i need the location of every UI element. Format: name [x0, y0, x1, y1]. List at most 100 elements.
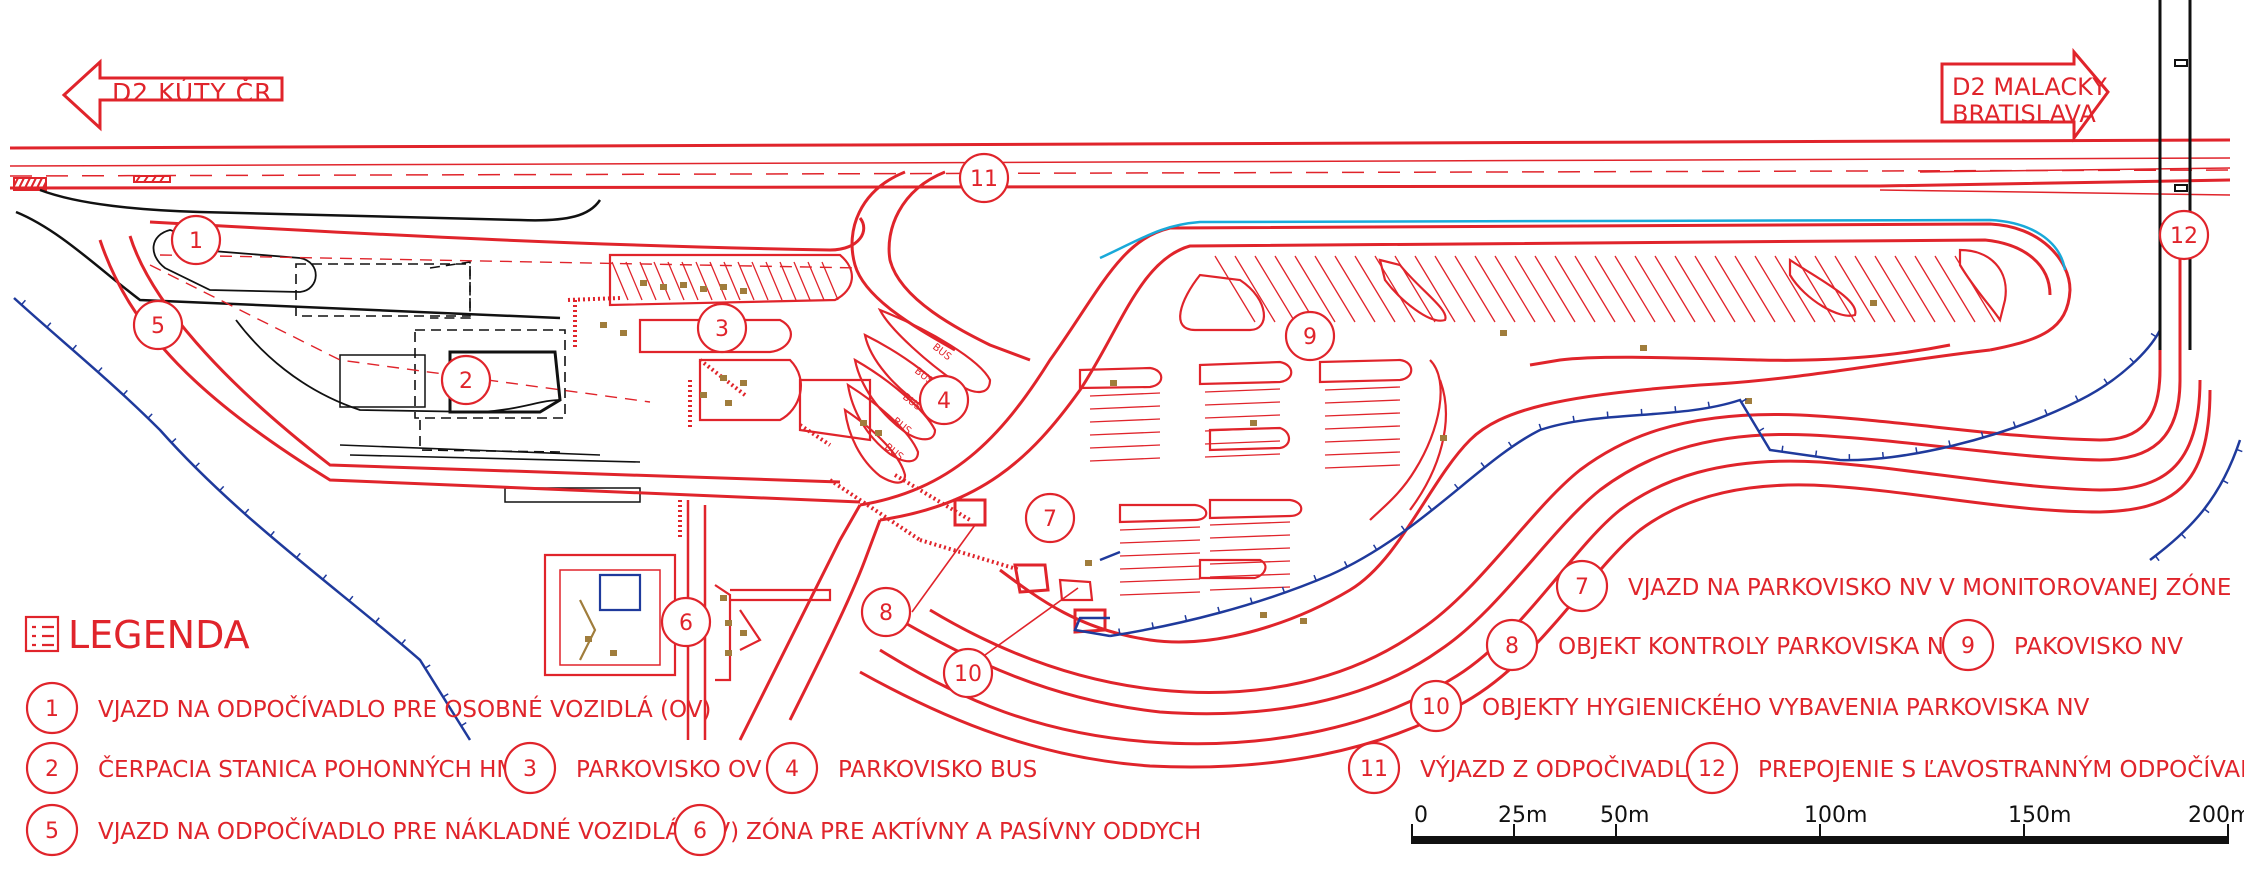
boundary-tick — [123, 390, 127, 394]
tree-15 — [725, 620, 732, 626]
stall-line-39 — [626, 262, 642, 300]
boundary-tick — [172, 439, 176, 443]
stall-line-79 — [1210, 522, 1290, 525]
tree-9 — [740, 380, 747, 386]
stall-line-64 — [1205, 441, 1280, 444]
crossings — [568, 298, 1020, 570]
boundary-tick — [402, 640, 406, 645]
stall-line-50 — [780, 262, 796, 300]
direction-right-line1: D2 MALACKY — [1952, 73, 2107, 101]
tree-18 — [585, 636, 592, 642]
stall-line-60 — [1205, 389, 1280, 392]
tree-8 — [720, 375, 727, 381]
legend-marker-3: 3 — [505, 743, 555, 793]
legend-marker-4-number: 4 — [785, 757, 799, 782]
tree-19 — [610, 650, 617, 656]
boundary-tick — [1314, 575, 1316, 581]
map-marker-4: 4 — [920, 376, 968, 424]
stall-line-54 — [1090, 393, 1160, 396]
stall-line-70 — [1325, 439, 1400, 442]
stall-line-13 — [1475, 256, 1515, 322]
boundary-tick — [2045, 409, 2047, 415]
boundary-tick — [425, 665, 430, 668]
truck-stalls — [612, 256, 1995, 595]
stall-line-26 — [1735, 256, 1775, 322]
stall-line-19 — [1595, 256, 1635, 322]
stall-line-37 — [1955, 256, 1995, 322]
boundary-tick — [2181, 534, 2185, 538]
boundary-tick — [2013, 421, 2015, 427]
stall-line-84 — [1210, 587, 1290, 590]
legend-marker-12: 12 — [1687, 743, 1737, 793]
stall-line-9 — [1395, 256, 1435, 322]
stall-line-0 — [1215, 256, 1255, 322]
boundary-tick — [1509, 442, 1512, 447]
stall-line-2 — [1255, 256, 1295, 322]
tree-6 — [600, 322, 607, 328]
boundary-tick — [270, 531, 274, 536]
boundary-tick — [2151, 334, 2156, 337]
boundary-tick — [1782, 446, 1783, 452]
direction-left-label: D2 KÚTY ČR — [112, 77, 272, 107]
boundary-tick — [245, 509, 249, 513]
map-marker-4-number: 4 — [937, 389, 951, 414]
boundary-tick — [1401, 526, 1405, 531]
stall-line-22 — [1655, 256, 1695, 322]
map-marker-12-number: 12 — [2170, 224, 2198, 249]
legend-marker-5: 5 — [27, 805, 77, 855]
boundary-tick — [1345, 561, 1348, 566]
boundary-tick — [1916, 447, 1917, 453]
boundary-tick — [375, 618, 379, 623]
map-marker-9-number: 9 — [1303, 325, 1317, 350]
map-marker-1-number: 1 — [189, 229, 203, 254]
stall-line-58 — [1090, 445, 1160, 448]
truck-parking — [1080, 250, 2006, 578]
tree-1 — [660, 284, 667, 290]
stall-line-71 — [1325, 452, 1400, 455]
legend-text-8: OBJEKT KONTROLY PARKOVISKA NV — [1558, 634, 1960, 660]
tree-7 — [620, 330, 627, 336]
stall-line-8 — [1375, 256, 1415, 322]
boundary-tick — [1428, 506, 1432, 511]
stall-line-49 — [766, 262, 782, 300]
stall-line-62 — [1205, 415, 1280, 418]
boundary-tick — [1607, 412, 1608, 418]
boundary-tick — [1119, 628, 1120, 634]
stall-line-32 — [1855, 256, 1895, 322]
map-marker-3: 3 — [698, 304, 746, 352]
stall-line-68 — [1325, 413, 1400, 416]
tree-25 — [1250, 420, 1257, 426]
stall-line-57 — [1090, 432, 1160, 435]
map-marker-1: 1 — [172, 216, 220, 264]
stall-line-69 — [1325, 426, 1400, 429]
legend-marker-3-number: 3 — [523, 757, 537, 782]
boundary-tick — [220, 486, 224, 490]
stall-line-6 — [1335, 256, 1375, 322]
tree-20 — [1500, 330, 1507, 336]
stall-line-55 — [1090, 406, 1160, 409]
tree-29 — [1085, 560, 1092, 566]
map-marker-10: 10 — [944, 649, 992, 697]
tree-14 — [720, 595, 727, 601]
stall-line-38 — [612, 262, 628, 300]
map-marker-2-number: 2 — [459, 369, 473, 394]
tree-3 — [700, 286, 707, 292]
legend-marker-6-number: 6 — [693, 819, 707, 844]
tree-26 — [1440, 435, 1447, 441]
stall-line-25 — [1715, 256, 1755, 322]
map-marker-3-number: 3 — [715, 317, 729, 342]
legend-text-5: VJAZD NA ODPOČÍVADLO PRE NÁKLADNÉ VOZIDL… — [98, 817, 739, 845]
tree-12 — [860, 420, 867, 426]
legend-text-11: VÝJAZD Z ODPOČIVADLA — [1420, 755, 1703, 783]
stall-line-42 — [668, 262, 684, 300]
boundary-tick — [1708, 402, 1709, 408]
direction-left: D2 KÚTY ČR — [64, 62, 282, 128]
legend-marker-10-number: 10 — [1422, 695, 1450, 720]
boundary-tick — [2104, 379, 2107, 384]
